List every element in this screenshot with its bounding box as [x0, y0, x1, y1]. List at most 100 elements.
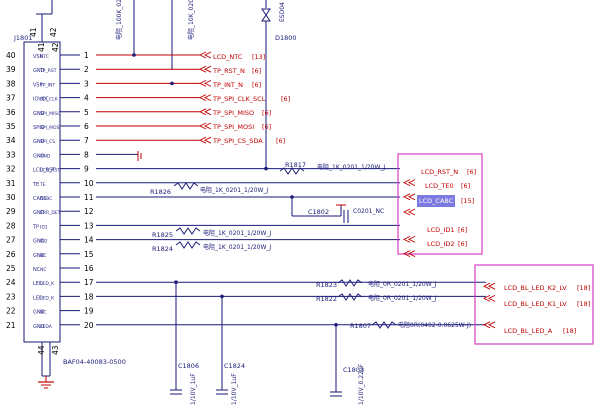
connector-j1801[interactable]: J1801 41 42 41 42 44 43 BAF04-40083-0500… [6, 0, 126, 389]
right-pin-name: SPI_MOSI [40, 125, 61, 131]
right-pin-number: 20 [84, 321, 94, 330]
right-pin-number: 16 [84, 264, 94, 273]
resistor-r1822-symbol [337, 293, 363, 301]
net-page: [13] [252, 53, 265, 61]
resistor-ref: R1824 [152, 245, 173, 253]
net-arrow [198, 122, 207, 130]
left-pin-name: GND [33, 68, 45, 74]
net-arrow [407, 250, 416, 258]
net-arrow [402, 250, 411, 258]
left-pin-number: 22 [6, 307, 16, 316]
left-pin-name: VSP [33, 82, 43, 88]
left-pin-name: GND [33, 139, 45, 145]
resistor-ref: R1823 [316, 281, 337, 289]
net-label-spi-miso: TP_SPI_MISO [212, 109, 254, 117]
net-label-tp-int: TP_INT_N [212, 81, 243, 89]
right-pin-number: 3 [84, 79, 89, 88]
right-pin-name: TE [39, 182, 46, 188]
right-pin-number: 17 [84, 278, 94, 287]
net-label-lcd-id1: LCD_ID1 [427, 226, 454, 234]
right-pin-name: TP_INT [39, 82, 55, 88]
net-page: [18] [577, 284, 590, 292]
capacitor-c1802: C1802 C0201_NC [291, 196, 384, 223]
net-page: [18] [577, 300, 590, 308]
left-pin-name: GND [33, 239, 45, 245]
left-pin-number: 25 [6, 264, 16, 273]
junction-dot [264, 166, 268, 171]
net-page: [6] [458, 240, 467, 248]
net-label-lcd-rst-n: LCD_RST_N [421, 168, 458, 176]
right-pin-name: SPI_CS [40, 139, 55, 145]
right-pin-name: ERR_DET [40, 210, 61, 216]
junction-dots [132, 53, 338, 327]
resistor-r1825-symbol [175, 227, 201, 235]
right-pin-name: ID2 [40, 239, 48, 245]
connector-part-number: BAF04-40083-0500 [63, 358, 126, 366]
right-pin-name: NTC [40, 54, 49, 60]
net-arrow [407, 179, 416, 187]
left-pin-name: LCD_RST [33, 168, 56, 174]
right-pin-number: 11 [84, 193, 94, 202]
right-pin-name: GND [40, 153, 51, 159]
net-lines [96, 54, 486, 326]
left-pin-number: 38 [6, 79, 16, 88]
net-label-spi-clk: TP_SPI_CLK_SCL [212, 95, 266, 103]
right-pin-number: 14 [84, 236, 94, 245]
net-arrow [203, 65, 212, 73]
resistor-r1823-symbol [337, 279, 363, 287]
right-pin-number: 12 [84, 207, 94, 216]
net-arrow [402, 235, 411, 243]
right-pin-number: 4 [84, 94, 89, 103]
resistor-labels: R1817 电阻_1K_0201_1/20W_J R1826 电阻_1K_020… [150, 161, 471, 330]
capacitor-ref: C1806 [178, 362, 199, 370]
lcd-box-labels: LCD_RST_N [6] LCD_TE0 [6] LCD_CABC [15] … [419, 168, 476, 248]
capacitor-value: C0201_NC [353, 208, 384, 215]
left-pin-name: LED [33, 281, 43, 287]
resistor-ref: R1825 [152, 231, 173, 239]
resistor-value: 电阻_0R_0201_1/20W_J [368, 280, 437, 288]
resistor-ref: R1817 [285, 161, 306, 169]
capacitor-value: 1/10V_1uF [231, 373, 238, 405]
net-arrow [402, 193, 411, 201]
left-pin-name: IOVCC [33, 97, 49, 103]
net-page: [6] [262, 123, 271, 131]
right-pin-number: 1 [84, 51, 89, 60]
right-pin-name: SPI_MISO [40, 111, 61, 117]
left-pin-number: 33 [6, 150, 16, 159]
junction-dot [290, 195, 294, 199]
left-pin-number: 37 [6, 94, 16, 103]
net-arrow [482, 321, 491, 329]
tvs-diode-symbol [261, 8, 271, 22]
resistor-ref: R1807 [350, 322, 371, 330]
left-pin-name: GND [33, 210, 45, 216]
left-pin-number: 39 [6, 65, 16, 74]
left-pin-number: 36 [6, 108, 16, 117]
net-arrow [198, 65, 207, 73]
right-pin-name: NC [40, 310, 47, 316]
net-labels: LCD_NTC [13] TP_RST_N [6] TP_INT_N [6] T… [212, 53, 290, 145]
right-pin-number: 6 [84, 122, 89, 131]
right-pin-number: 19 [84, 307, 94, 316]
net-arrow [203, 136, 212, 144]
net-arrow [402, 179, 411, 187]
right-pin-name: CABC [40, 196, 52, 202]
net-page: [6] [262, 109, 271, 117]
capacitor-ref: C1803 [343, 366, 364, 374]
capacitor-ref: C1802 [308, 208, 329, 216]
top-parts: 电阻_100K_0201_1/20W_J 电阻_10K_0201_1/20W_J… [115, 0, 297, 140]
net-arrows [198, 51, 496, 329]
left-pin-number: 21 [6, 321, 16, 330]
net-arrow [402, 208, 411, 216]
net-label-tp-rst: TP_RST_N [212, 67, 245, 75]
net-label-bl-k2: LCD_BL_LED_K2_LV [504, 284, 567, 292]
resistor-ref: R1822 [316, 295, 337, 303]
net-arrow [198, 94, 207, 102]
junction-dot [334, 323, 338, 327]
left-pin-number: 26 [6, 250, 16, 259]
net-arrow [198, 136, 207, 144]
net-arrow [407, 208, 416, 216]
net-label-lcd-te0: LCD_TE0 [425, 182, 454, 190]
net-arrow [203, 51, 212, 59]
net-page: [6] [252, 67, 261, 75]
